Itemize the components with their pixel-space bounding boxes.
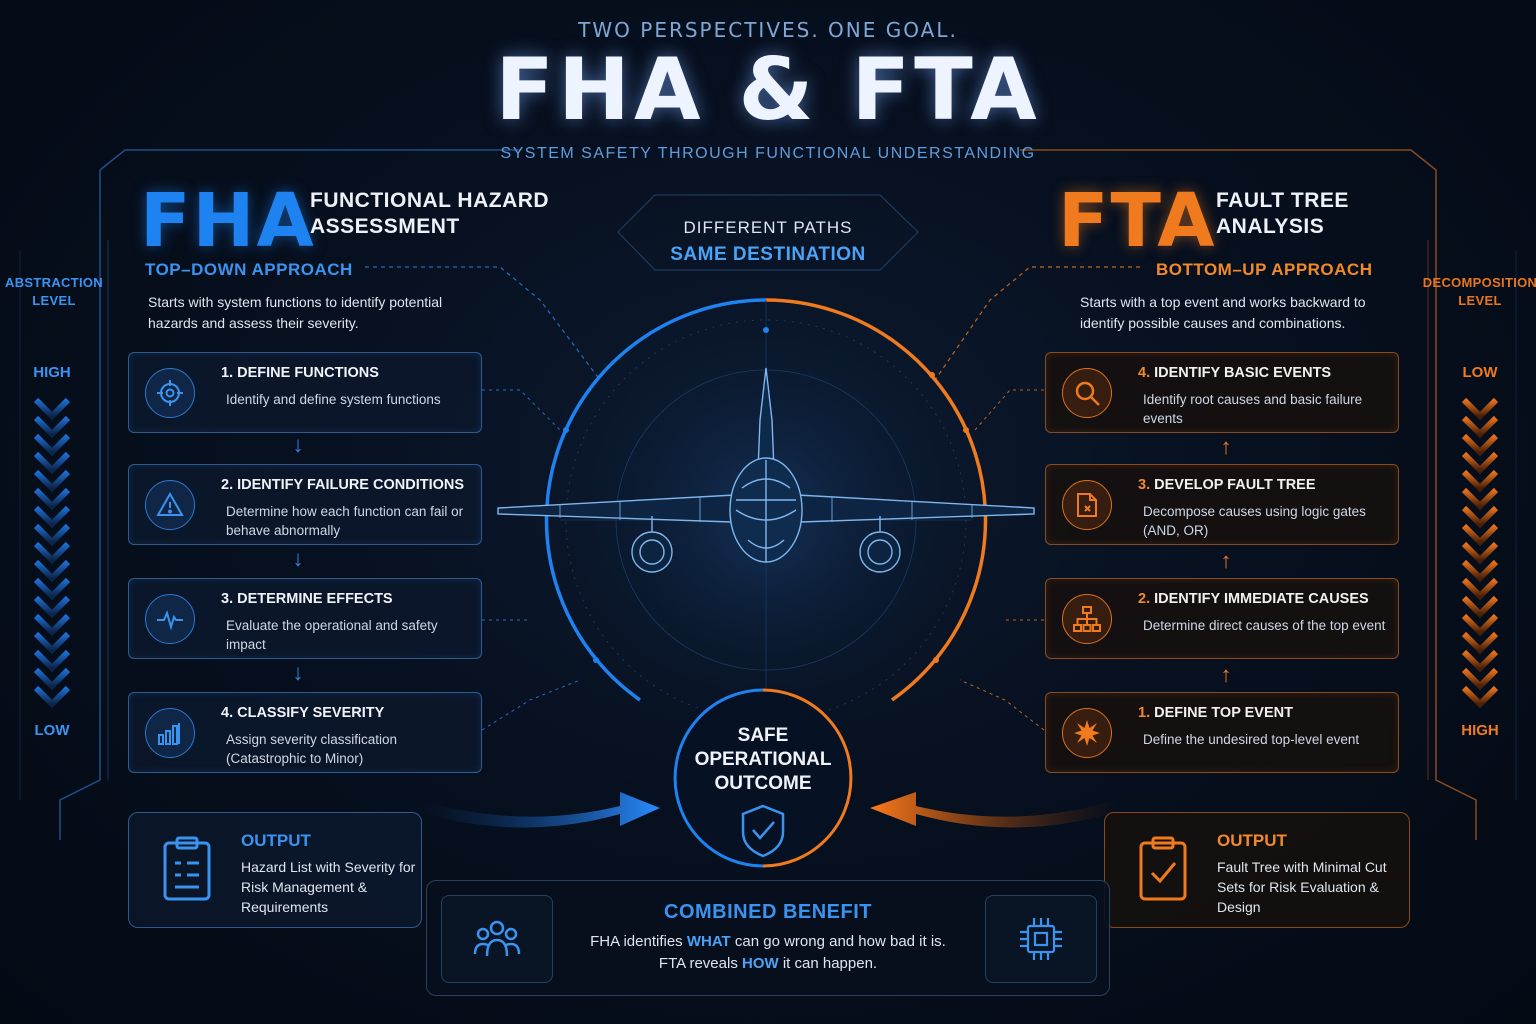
combined-benefit-fta-line: FTA reveals HOW it can happen. bbox=[658, 955, 878, 972]
abstraction-level-label: ABSTRACTION LEVEL bbox=[5, 275, 103, 308]
fha-arrow-down: ↓ bbox=[292, 546, 304, 571]
fta-arrow-up: ↑ bbox=[1220, 548, 1232, 573]
fta-step-define-top-event: 1. DEFINE TOP EVENT Define the undesired… bbox=[1045, 692, 1399, 773]
fha-output-box: OUTPUT Hazard List with Severity for Ris… bbox=[128, 812, 422, 928]
decomposition-level-label: DECOMPOSITION LEVEL bbox=[1422, 275, 1536, 308]
shield-check-icon bbox=[741, 804, 785, 858]
chip-icon bbox=[985, 895, 1097, 983]
fta-step-identify-immediate-causes: 2. IDENTIFY IMMEDIATE CAUSES Determine d… bbox=[1045, 578, 1399, 659]
fha-step-determine-effects: 3. DETERMINE EFFECTS Evaluate the operat… bbox=[128, 578, 482, 659]
fha-step-classify-severity: 4. CLASSIFY SEVERITY Assign severity cla… bbox=[128, 692, 482, 773]
starburst-icon bbox=[1062, 708, 1112, 758]
hierarchy-icon bbox=[1062, 594, 1112, 644]
safe-outcome-label: SAFE OPERATIONAL OUTCOME bbox=[694, 725, 832, 794]
airplane-icon bbox=[497, 367, 1035, 573]
document-icon bbox=[1062, 480, 1112, 530]
bar-chart-icon bbox=[145, 708, 195, 758]
fha-approach: TOP–DOWN APPROACH bbox=[145, 260, 353, 279]
decomposition-level-low: LOW bbox=[1462, 364, 1498, 381]
abstraction-level-high: HIGH bbox=[33, 364, 71, 381]
combined-benefit-fha-line: FHA identifies WHAT can go wrong and how… bbox=[590, 933, 946, 950]
left-chevron-stack bbox=[33, 397, 71, 709]
right-chevron-stack bbox=[1461, 397, 1499, 709]
fha-step-define-functions: 1. DEFINE FUNCTIONS Identify and define … bbox=[128, 352, 482, 433]
fta-abbreviation: FTA bbox=[1058, 178, 1217, 264]
fha-abbreviation: FHA bbox=[140, 178, 316, 264]
fha-step-identify-failure-conditions: 2. IDENTIFY FAILURE CONDITIONS Determine… bbox=[128, 464, 482, 545]
fta-full-name: FAULT TREE ANALYSIS bbox=[1216, 189, 1349, 238]
fha-arrow-down: ↓ bbox=[292, 432, 304, 457]
clipboard-list-icon bbox=[163, 836, 211, 901]
page-title: FHA & FTA bbox=[495, 40, 1041, 140]
combined-benefit-panel: COMBINED BENEFIT FHA identifies WHAT can… bbox=[426, 880, 1110, 996]
fta-arrow-up: ↑ bbox=[1220, 662, 1232, 687]
pulse-icon bbox=[145, 594, 195, 644]
fha-full-name: FUNCTIONAL HAZARD ASSESSMENT bbox=[310, 189, 550, 238]
fta-step-identify-basic-events: 4. IDENTIFY BASIC EVENTS Identify root c… bbox=[1045, 352, 1399, 433]
warning-icon bbox=[145, 480, 195, 530]
fta-arrow-up: ↑ bbox=[1220, 434, 1232, 459]
header-tagline: TWO PERSPECTIVES. ONE GOAL. bbox=[578, 18, 958, 42]
target-icon bbox=[145, 368, 195, 418]
page-subtitle: SYSTEM SAFETY THROUGH FUNCTIONAL UNDERST… bbox=[500, 145, 1036, 162]
center-same-destination: SAME DESTINATION bbox=[670, 244, 866, 265]
fta-approach: BOTTOM–UP APPROACH bbox=[1156, 260, 1373, 279]
abstraction-level-low: LOW bbox=[34, 722, 70, 739]
fha-description: Starts with system functions to identify… bbox=[148, 294, 443, 331]
combined-benefit-title: COMBINED BENEFIT bbox=[664, 901, 872, 923]
fta-description: Starts with a top event and works backwa… bbox=[1080, 294, 1366, 331]
team-icon bbox=[441, 895, 553, 983]
fta-step-develop-fault-tree: 3. DEVELOP FAULT TREE Decompose causes u… bbox=[1045, 464, 1399, 545]
fta-output-box: OUTPUT Fault Tree with Minimal Cut Sets … bbox=[1104, 812, 1410, 928]
clipboard-check-icon bbox=[1139, 836, 1187, 901]
center-different-paths: DIFFERENT PATHS bbox=[683, 218, 853, 237]
search-icon bbox=[1062, 368, 1112, 418]
fha-arrow-down: ↓ bbox=[292, 660, 304, 685]
decomposition-level-high: HIGH bbox=[1461, 722, 1499, 739]
